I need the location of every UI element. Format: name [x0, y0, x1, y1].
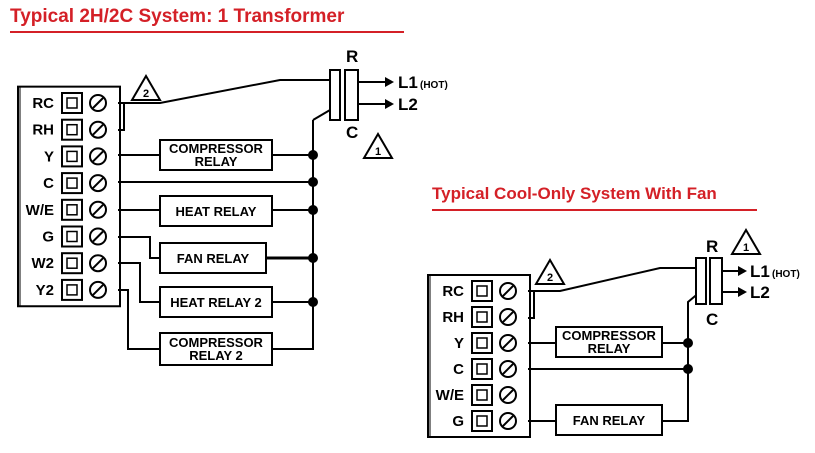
terminal-we: W/E: [26, 198, 107, 221]
relay-label-line2: RELAY: [588, 341, 631, 356]
diagram1-transformer: R C L1 (HOT) L2: [329, 47, 448, 142]
terminal-label: Y: [454, 335, 464, 352]
terminal-y: Y: [44, 145, 107, 168]
terminal-we: W/E: [436, 384, 517, 406]
terminal-c: C: [453, 358, 517, 380]
transformer-c: C: [706, 310, 718, 329]
note-1-triangle: 1: [362, 132, 394, 159]
diagram2-common-bus: [662, 291, 701, 422]
terminal-label: C: [43, 175, 54, 192]
terminal-label: G: [42, 229, 54, 246]
svg-text:2: 2: [547, 272, 553, 284]
terminal-label: RC: [442, 283, 464, 300]
terminal-y2: Y2: [36, 278, 107, 301]
relay-label: FAN RELAY: [177, 251, 250, 266]
diagram1-wire-w2: [118, 262, 160, 303]
transformer-c: C: [346, 123, 358, 142]
terminal-rc: RC: [442, 280, 517, 302]
relay-label-line1: COMPRESSOR: [169, 335, 264, 350]
note-2-triangle: 2: [130, 74, 162, 101]
terminal-label: Y: [44, 148, 54, 165]
transformer-r: R: [706, 237, 718, 256]
diagram1-relay-heat: HEAT RELAY: [159, 195, 273, 227]
diagram1-relay-compressor: COMPRESSOR RELAY: [159, 139, 273, 171]
terminal-label: RC: [32, 95, 54, 112]
relay-label-line1: COMPRESSOR: [169, 141, 264, 156]
relay-label: HEAT RELAY: [176, 204, 257, 219]
svg-text:1: 1: [375, 146, 381, 158]
diagram1-common-bus: [272, 120, 314, 350]
terminal-rh: RH: [442, 306, 517, 328]
diagram2-wire-rc: [528, 267, 696, 292]
diagram1-relay-compressor-2: COMPRESSOR RELAY 2: [159, 332, 273, 366]
diagram2-relay-fan: FAN RELAY: [555, 404, 663, 436]
relay-label: HEAT RELAY 2: [170, 295, 262, 310]
terminal-rc: RC: [32, 92, 107, 114]
terminal-label: RH: [32, 122, 54, 139]
transformer-r: R: [346, 47, 358, 66]
transformer-l1-note: (HOT): [772, 269, 800, 280]
svg-text:1: 1: [743, 242, 749, 254]
diagram2-relay-compressor: COMPRESSOR RELAY: [555, 326, 663, 358]
diagram1-relay-fan: FAN RELAY: [159, 242, 267, 274]
terminal-label: W2: [32, 255, 55, 272]
transformer-l1: L1: [750, 262, 770, 281]
terminal-g: G: [42, 225, 107, 248]
diagram2-title: Typical Cool-Only System With Fan: [432, 184, 717, 203]
relay-label-line1: COMPRESSOR: [562, 328, 657, 343]
diagram1-title: Typical 2H/2C System: 1 Transformer: [10, 6, 345, 27]
transformer-l1: L1: [398, 73, 418, 92]
terminal-label: Y2: [36, 282, 54, 299]
terminal-c: C: [43, 172, 107, 195]
terminal-label: W/E: [436, 387, 464, 404]
diagram1-wire-rc: [118, 79, 330, 104]
diagram1-relay-heat-2: HEAT RELAY 2: [159, 286, 273, 318]
transformer-l2: L2: [398, 95, 418, 114]
note-2-triangle: 2: [534, 258, 566, 285]
relay-label-line2: RELAY 2: [189, 348, 242, 363]
terminal-rh: RH: [32, 118, 107, 141]
terminal-label: RH: [442, 309, 464, 326]
terminal-label: C: [453, 361, 464, 378]
terminal-y: Y: [454, 332, 517, 354]
terminal-g: G: [452, 410, 517, 432]
svg-text:2: 2: [143, 88, 149, 100]
terminal-label: G: [452, 413, 464, 430]
note-1-triangle: 1: [730, 228, 762, 255]
terminal-label: W/E: [26, 202, 54, 219]
diagram1-wire-y2: [118, 289, 160, 350]
transformer-l2: L2: [750, 283, 770, 302]
diagram2-terminal-block: RC RH YC W/E G: [427, 274, 531, 438]
diagram1-wire-g: [118, 236, 160, 259]
transformer-l1-note: (HOT): [420, 80, 448, 91]
relay-label-line2: RELAY: [195, 154, 238, 169]
diagram-2h2c: Typical 2H/2C System: 1 Transformer RCRH…: [10, 6, 448, 366]
diagram-cool-only: Typical Cool-Only System With Fan RCRHYC…: [427, 184, 800, 438]
diagram2-transformer: R C L1 (HOT) L2: [695, 237, 800, 329]
relay-label: FAN RELAY: [573, 413, 646, 428]
terminal-w2: W2: [32, 252, 107, 275]
